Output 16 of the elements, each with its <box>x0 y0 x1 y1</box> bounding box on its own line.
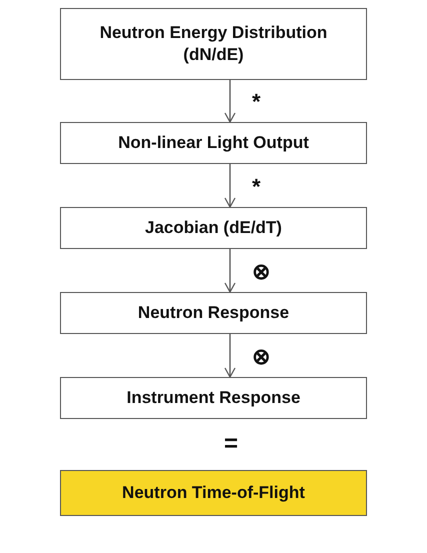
box-text: Neutron Energy Distribution (dN/dE) <box>98 22 328 66</box>
arrow <box>224 80 236 123</box>
process-box <box>60 207 367 249</box>
process-box <box>60 377 367 419</box>
arrow <box>224 334 236 378</box>
arrow <box>224 164 236 208</box>
arrow <box>224 249 236 293</box>
process-box <box>60 292 367 334</box>
process-box <box>60 122 367 164</box>
box-text: Jacobian (dE/dT) <box>144 216 283 239</box>
box-text: Neutron Response <box>136 302 290 324</box>
box-text: Non-linear Light Output <box>117 132 310 154</box>
process-box <box>60 8 367 80</box>
box-text: Neutron Time-of-Flight <box>121 482 306 504</box>
box-text: Instrument Response <box>126 386 302 409</box>
result-box <box>60 470 367 516</box>
